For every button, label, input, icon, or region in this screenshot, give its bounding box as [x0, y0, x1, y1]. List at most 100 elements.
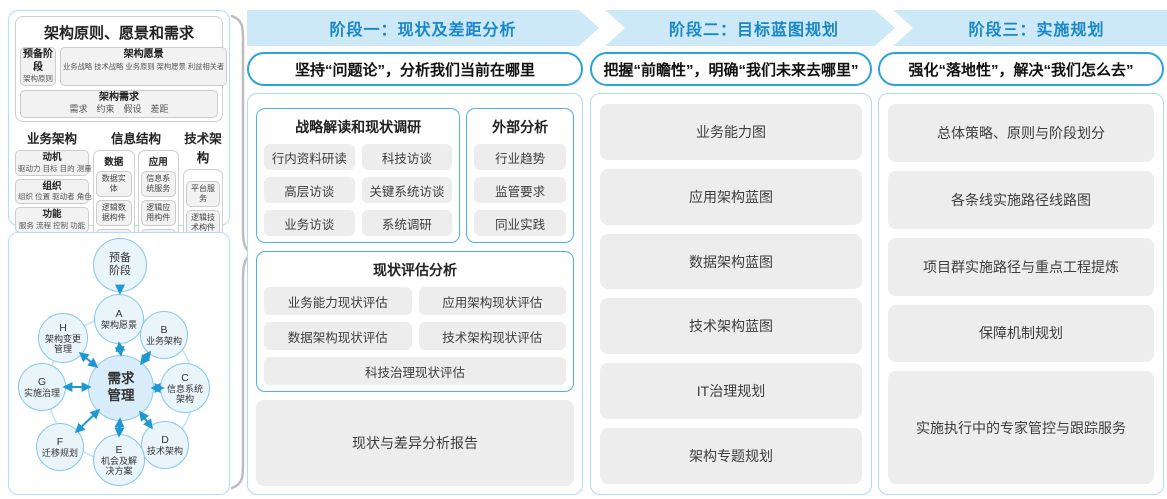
- strategy-item: 高层访谈: [264, 177, 355, 203]
- adm-node-c: C 信息系统架构: [160, 363, 210, 413]
- assessment-item: 应用架构现状评估: [418, 287, 566, 315]
- phase3-item: 总体策略、原则与阶段划分: [888, 104, 1154, 162]
- organization-sub: 组织 位置 驱动者 角色: [18, 192, 92, 202]
- adm-node-preliminary: 预备阶段: [93, 238, 147, 292]
- external-item: 监管要求: [474, 177, 566, 203]
- prep-sub: 架构原则: [23, 74, 53, 83]
- node-id: A: [115, 307, 123, 320]
- business-architecture-column: 业务架构 动机 驱动力 目标 目的 测量 组织 组织 位置 驱动者 角色 功能 …: [15, 128, 92, 233]
- node-id: B: [160, 323, 168, 336]
- node-label: 业务架构: [145, 335, 182, 346]
- left-panel-title: 架构原则、愿景和需求: [43, 25, 194, 42]
- function-title: 功能: [42, 209, 62, 221]
- strategy-item: 系统调研: [361, 210, 453, 236]
- node-label: 架构变更管理: [44, 333, 81, 355]
- node-label: 迁移规划: [41, 447, 78, 458]
- external-box-title: 外部分析: [492, 119, 549, 135]
- phase2-subtitle: 把握“前瞻性”，明确“我们未来去哪里”: [603, 61, 859, 79]
- phase3-item: 项目群实施路径与重点工程提炼: [888, 237, 1154, 296]
- assessment-item: 数据架构现状评估: [264, 322, 412, 350]
- phase3-header-band: 阶段三：实施规划: [893, 10, 1167, 46]
- strategy-item: 业务访谈: [264, 210, 355, 236]
- motivation-title: 动机: [42, 151, 62, 163]
- node-id: E: [115, 443, 123, 456]
- architecture-content-panel: 架构原则、愿景和需求 预备阶段 架构原则 架构愿景 业务战略 技术战略 业务原则…: [8, 10, 230, 320]
- phase2-subtitle-box: 把握“前瞻性”，明确“我们未来去哪里”: [590, 52, 872, 86]
- phase1-subtitle-box: 坚持“问题论”，分析我们当前在哪里: [247, 52, 583, 86]
- phase2-header-band: 阶段二：目标蓝图规划: [605, 10, 895, 46]
- organization-title: 组织: [42, 180, 62, 192]
- req-title: 架构需求: [99, 91, 139, 103]
- tech-item: 逻辑技术构件: [186, 209, 220, 236]
- assessment-item: 业务能力现状评估: [264, 287, 412, 315]
- function-box: 功能 服务 流程 控制 功能: [15, 207, 89, 233]
- node-label: 信息系统架构: [166, 383, 203, 405]
- strategy-research-box: 战略解读和现状调研 行内资料研读 科技访谈 高层访谈 关键系统访谈 业务访谈 系…: [256, 108, 461, 243]
- adm-node-f: F 迁移规划: [36, 423, 84, 471]
- assessment-box-title: 现状评估分析: [373, 262, 457, 278]
- phase3-item: 实施执行中的专家管控与跟踪服务: [888, 371, 1154, 485]
- external-item: 行业趋势: [474, 144, 566, 170]
- center-label: 需求管理: [107, 371, 135, 403]
- phase3-subtitle: 强化“落地性”，解决“我们怎么去”: [908, 61, 1134, 79]
- adm-node-h: H 架构变更管理: [38, 313, 88, 363]
- adm-cycle-panel: 预备阶段 A 架构愿景 B 业务架构 C 信息系统架构 D 技术架构 E 机会及…: [8, 232, 230, 495]
- phase1-header-band: 阶段一：现状及差距分析: [247, 10, 599, 46]
- strategy-item: 行内资料研读: [264, 144, 355, 170]
- phase2-item: 数据架构蓝图: [600, 233, 862, 290]
- preliminary-phase-box: 预备阶段 架构原则: [20, 47, 56, 86]
- phase2-item: 应用架构蓝图: [600, 168, 862, 225]
- adm-node-a: A 架构愿景: [94, 294, 144, 344]
- adm-node-b: B 业务架构: [140, 311, 188, 359]
- info-structure-title: 信息结构: [110, 131, 161, 146]
- tech-arch-title: 技术架构: [184, 131, 222, 165]
- app-title: 应用: [148, 156, 168, 168]
- phase1-subtitle: 坚持“问题论”，分析我们当前在哪里: [294, 61, 535, 79]
- external-analysis-box: 外部分析 行业趋势 监管要求 同业实践: [466, 108, 574, 243]
- strategy-item: 科技访谈: [361, 144, 453, 170]
- app-item: 信息系统服务: [140, 170, 176, 197]
- data-title: 数据: [104, 156, 124, 168]
- motivation-sub: 驱动力 目标 目的 测量: [18, 163, 92, 173]
- phase2-content-panel: 业务能力图 应用架构蓝图 数据架构蓝图 技术架构蓝图 IT治理规划 架构专题规划: [590, 93, 872, 495]
- node-label: 实施治理: [23, 387, 60, 398]
- assessment-item-full: 科技治理现状评估: [264, 357, 566, 385]
- strategy-item: 关键系统访谈: [361, 177, 453, 203]
- phase2-item: IT治理规划: [600, 363, 862, 420]
- adm-node-e: E 机会及解决方案: [93, 434, 145, 486]
- vision-sub: 业务战略 技术战略 业务原则 架构愿景 利益相关者: [63, 61, 225, 71]
- node-id: D: [161, 433, 169, 446]
- adm-center-requirements: 需求管理: [88, 355, 154, 421]
- architecture-vision-box: 架构愿景 业务战略 技术战略 业务原则 架构愿景 利益相关者: [60, 47, 228, 86]
- external-item: 同业实践: [474, 210, 566, 236]
- phase3-header: 阶段三：实施规划: [968, 22, 1105, 39]
- data-item: 数据实体: [96, 170, 132, 197]
- node-id: C: [181, 371, 189, 384]
- current-state-assessment-box: 现状评估分析 业务能力现状评估 应用架构现状评估 数据架构现状评估 技术架构现状…: [256, 251, 574, 392]
- gap-analysis-report-box: 现状与差异分析报告: [256, 400, 574, 486]
- prep-title: 预备阶段: [23, 49, 53, 73]
- node-id: F: [56, 435, 64, 448]
- strategy-box-title: 战略解读和现状调研: [295, 119, 422, 135]
- phase2-item: 架构专题规划: [600, 428, 862, 484]
- function-sub: 服务 流程 控制 功能: [18, 221, 86, 231]
- phase1-content-panel: 战略解读和现状调研 行内资料研读 科技访谈 高层访谈 关键系统访谈 业务访谈 系…: [247, 93, 583, 495]
- node-label: 机会及解决方案: [100, 455, 137, 477]
- organization-box: 组织 组织 位置 驱动者 角色: [15, 178, 92, 205]
- phase3-content-panel: 总体策略、原则与阶段划分 各条线实施路径线路图 项目群实施路径与重点工程提炼 保…: [878, 93, 1164, 495]
- node-id: H: [59, 321, 67, 334]
- node-id: G: [37, 375, 47, 388]
- phase2-item: 业务能力图: [600, 104, 862, 160]
- business-arch-title: 业务架构: [26, 131, 77, 146]
- phase3-subtitle-box: 强化“落地性”，解决“我们怎么去”: [878, 52, 1164, 86]
- phase2-item: 技术架构蓝图: [600, 298, 862, 355]
- gap-analysis-report-label: 现状与差异分析报告: [352, 435, 478, 451]
- phase3-item: 各条线实施路径线路图: [888, 170, 1154, 229]
- preliminary-label: 预备阶段: [109, 252, 131, 277]
- adm-node-d: D 技术架构: [141, 421, 189, 469]
- node-label: 架构愿景: [100, 319, 137, 330]
- principles-vision-box: 架构原则、愿景和需求 预备阶段 架构原则 架构愿景 业务战略 技术战略 业务原则…: [15, 16, 228, 122]
- architecture-requirements-box: 架构需求 需求 约束 假设 差距: [20, 89, 218, 118]
- phase3-item: 保障机制规划: [888, 304, 1154, 363]
